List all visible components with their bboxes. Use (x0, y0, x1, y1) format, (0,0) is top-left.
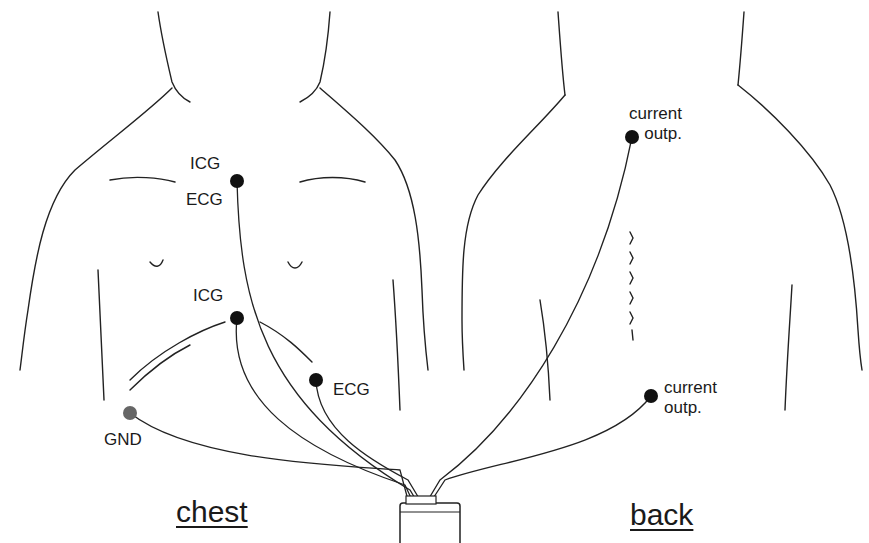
device-box (400, 496, 460, 543)
wire (237, 181, 416, 500)
electrode-dot (625, 130, 639, 144)
shoulder-line (738, 85, 862, 370)
wire (428, 137, 632, 500)
wire (130, 413, 408, 500)
view-title: back (630, 497, 730, 533)
shoulder-line (462, 95, 565, 370)
signal-label: ECG (333, 380, 388, 400)
collarbone (110, 177, 175, 182)
neck-line (738, 12, 744, 85)
electrode-dot (309, 373, 323, 387)
neck-line (300, 12, 330, 102)
signal-label: ICG (190, 154, 240, 174)
ground-electrode-dot (123, 406, 137, 420)
electrode-dot (230, 174, 244, 188)
rib-line (130, 345, 190, 390)
device-housing (400, 503, 460, 543)
shoulder-line (320, 88, 428, 370)
wire (316, 380, 420, 500)
nipple (150, 260, 163, 266)
device-edge (400, 511, 460, 512)
signal-label: ICG (193, 286, 243, 306)
electrode-wires (130, 137, 651, 500)
signal-label: ECG (186, 190, 236, 210)
shoulder-line (20, 88, 172, 370)
electrodes (123, 130, 658, 420)
electrode-dot (644, 389, 658, 403)
ground-label: GND (104, 430, 159, 450)
neck-line (558, 12, 565, 95)
electrode-dot (230, 311, 244, 325)
connector-plug (406, 496, 436, 504)
neck-line (158, 12, 190, 102)
wire (236, 318, 412, 500)
collarbone (300, 178, 365, 183)
electrode-label: current outp. (596, 104, 682, 145)
spine (630, 232, 633, 340)
arm-line (785, 285, 792, 410)
rib-line (260, 322, 312, 362)
view-title: chest (176, 494, 286, 530)
rib-line (130, 322, 225, 380)
arm-line (540, 300, 550, 400)
back-outline (462, 12, 862, 410)
arm-line (98, 270, 104, 400)
wire (432, 396, 651, 500)
nipple (288, 262, 302, 268)
chest-outline (20, 12, 428, 410)
arm-line (393, 280, 400, 410)
electrode-label: current outp. (664, 378, 740, 419)
